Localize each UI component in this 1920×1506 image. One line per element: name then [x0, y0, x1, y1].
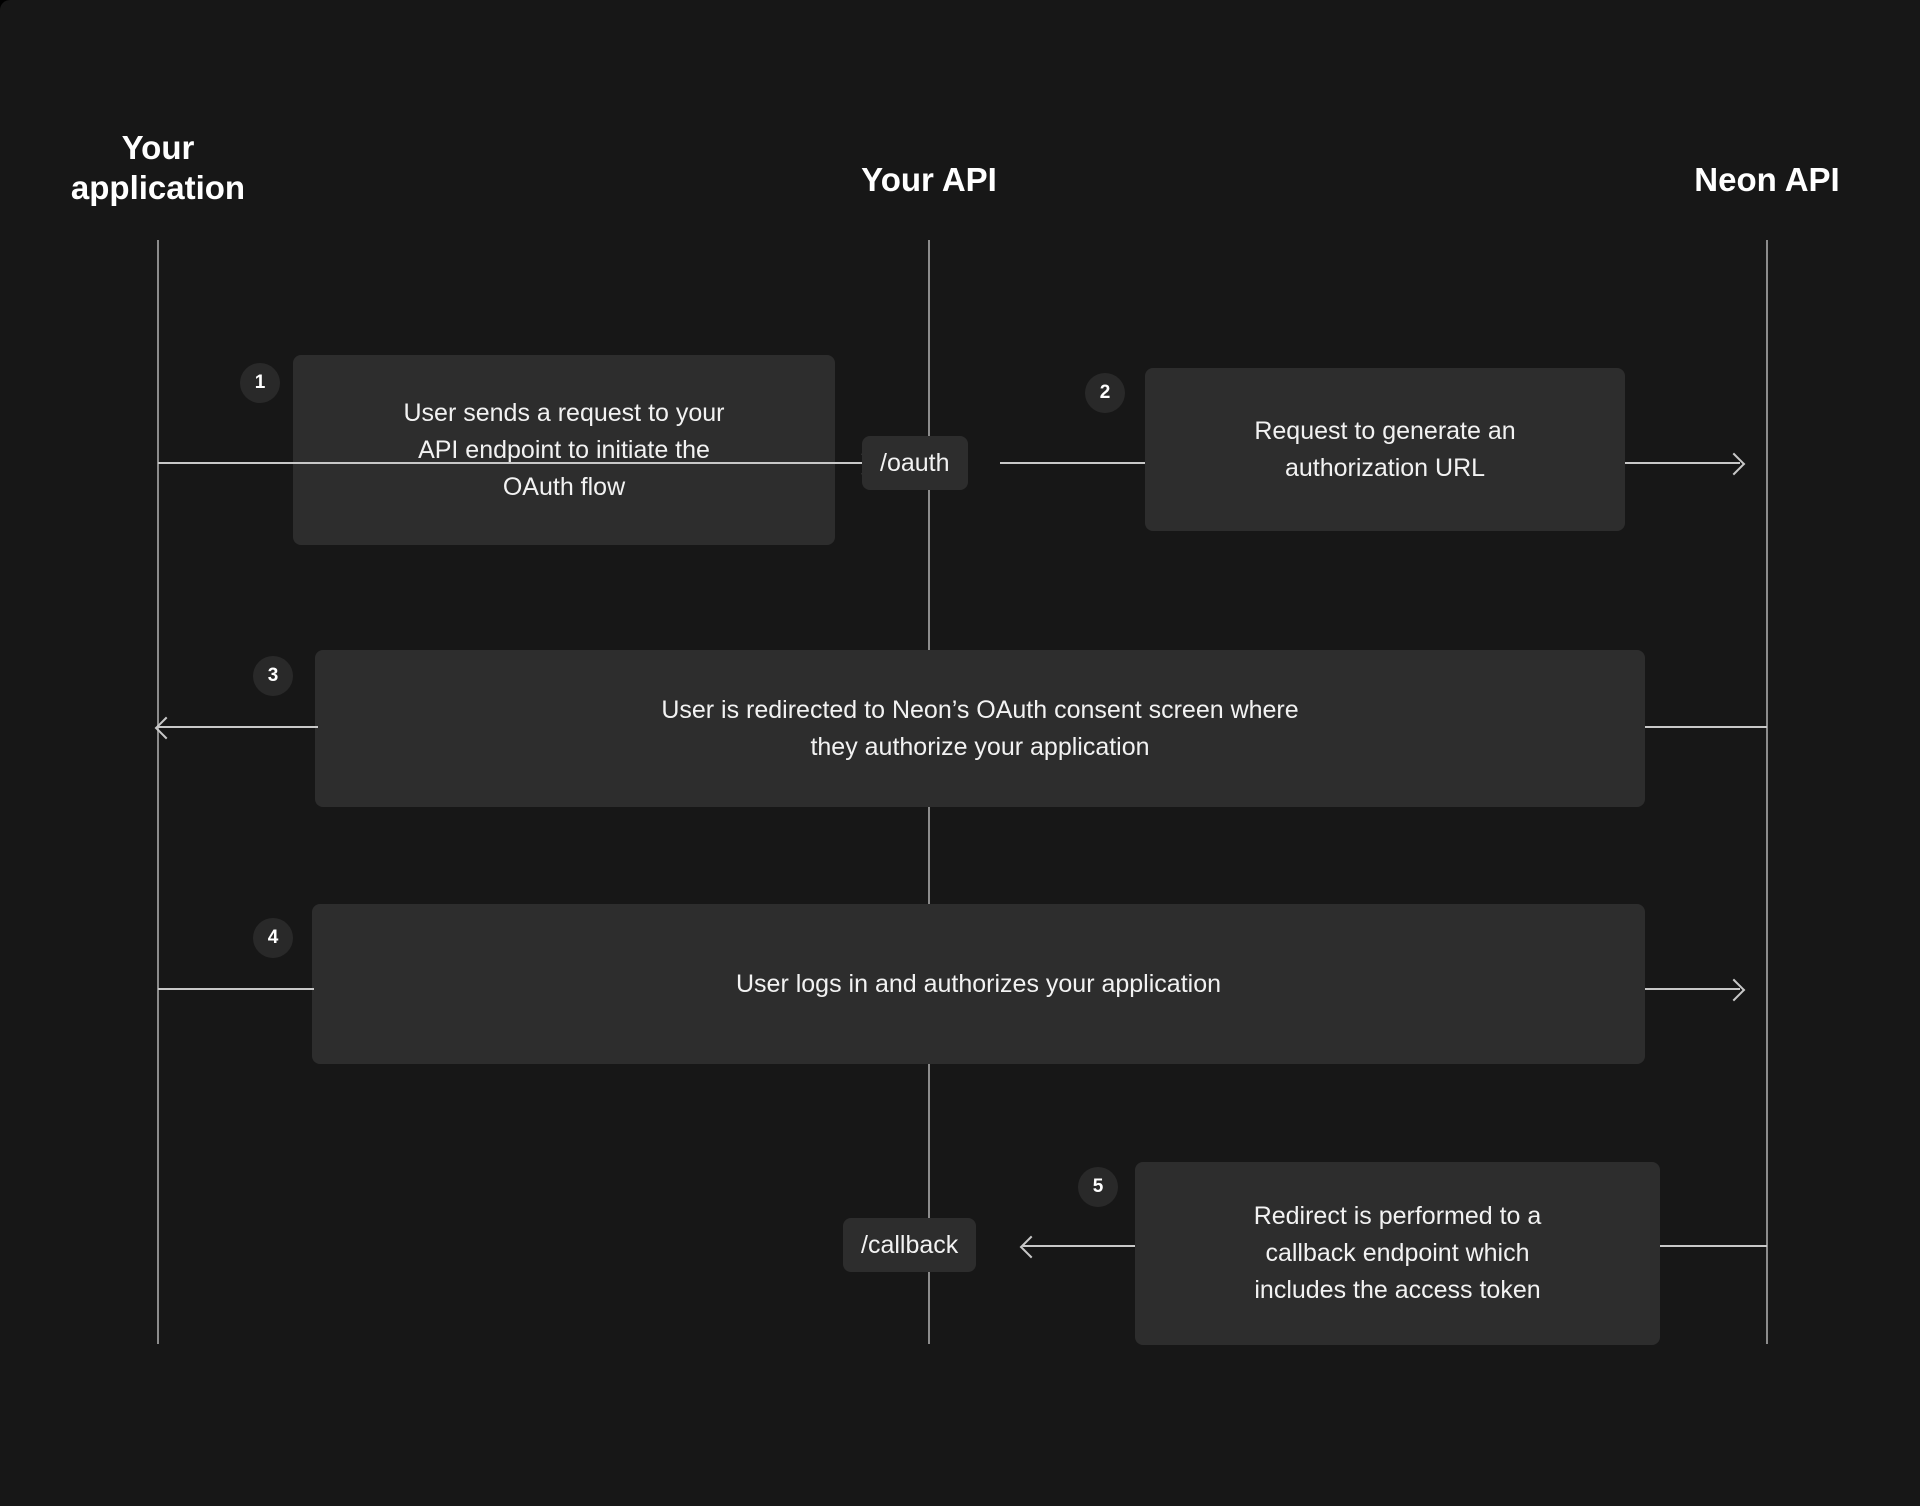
step-badge-3: 3 — [253, 656, 293, 696]
step-badge-4: 4 — [253, 918, 293, 958]
arrow-step3-line-left — [158, 726, 318, 728]
participant-your-api: Your API — [861, 161, 997, 198]
arrow-step2-line-right — [1625, 462, 1740, 464]
endpoint-chip-oauth[interactable]: /oauth — [862, 436, 968, 490]
arrow-step5-head-left — [1019, 1235, 1043, 1259]
step-box-3: User is redirected to Neon’s OAuth conse… — [315, 650, 1645, 807]
step-box-4: User logs in and authorizes your applica… — [312, 904, 1645, 1064]
arrow-step2-line-left — [1000, 462, 1145, 464]
arrow-step4-line-right — [1645, 988, 1740, 990]
step-box-5: Redirect is performed to a callback endp… — [1135, 1162, 1660, 1345]
endpoint-chip-callback[interactable]: /callback — [843, 1218, 977, 1272]
arrow-step5-line-left — [1023, 1245, 1135, 1247]
step-badge-5: 5 — [1078, 1167, 1118, 1207]
arrow-step4-line-left — [158, 988, 314, 990]
arrow-step3-line-right — [1645, 726, 1767, 728]
arrow-step1-line — [158, 462, 870, 464]
participant-your-application: Your application — [70, 129, 246, 207]
participant-neon-api: Neon API — [1694, 161, 1840, 198]
step-badge-2: 2 — [1085, 373, 1125, 413]
arrow-step5-line-right — [1660, 1245, 1767, 1247]
step-badge-1: 1 — [240, 363, 280, 403]
lifeline-neon-api — [1766, 240, 1768, 1344]
arrow-step2-head-right — [1722, 452, 1746, 476]
step-box-2: Request to generate an authorization URL — [1145, 368, 1625, 531]
step-box-1: User sends a request to your API endpoin… — [293, 355, 835, 545]
arrow-step4-head-right — [1722, 978, 1746, 1002]
lifeline-your-application — [157, 240, 159, 1344]
